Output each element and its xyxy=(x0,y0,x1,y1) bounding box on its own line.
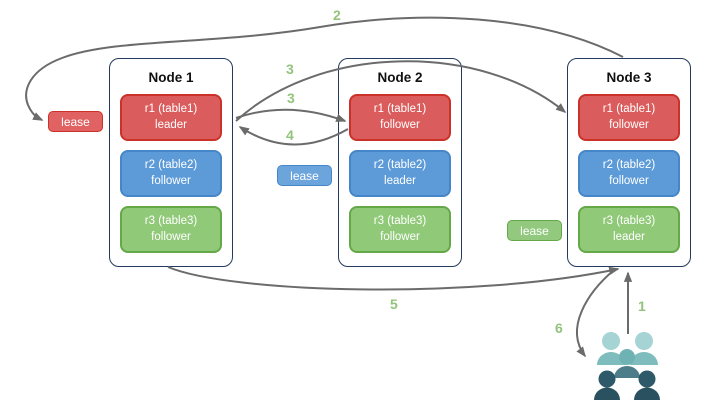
replica-role: follower xyxy=(380,230,420,243)
replica-role: follower xyxy=(380,118,420,131)
replica-label: r2 (table2) xyxy=(373,159,427,172)
user-front-right xyxy=(634,370,660,400)
replica-role: follower xyxy=(151,174,191,187)
user-front-left xyxy=(594,370,620,400)
lease-badge-table3: lease xyxy=(507,220,562,241)
replica-role: leader xyxy=(384,174,416,187)
node-3-title: Node 3 xyxy=(606,70,652,85)
node-3-box: Node 3 r1 (table1) follower r2 (table2) … xyxy=(567,58,691,267)
step-label-2: 2 xyxy=(333,7,341,23)
user-back-left xyxy=(597,332,625,365)
replica-label: r3 (table3) xyxy=(373,215,427,228)
replica-label: r2 (table2) xyxy=(602,159,656,172)
arrow-step5-node1-to-node3 xyxy=(167,266,620,291)
replica-role: leader xyxy=(155,118,187,131)
node-2-title: Node 2 xyxy=(377,70,423,85)
step-label-3b: 3 xyxy=(287,90,295,106)
step-label-6: 6 xyxy=(555,320,563,336)
replica-label: r2 (table2) xyxy=(144,159,198,172)
replica-label: r3 (table3) xyxy=(602,215,656,228)
node-2-replica-r3: r3 (table3) follower xyxy=(349,206,451,253)
replica-label: r1 (table1) xyxy=(144,103,198,116)
arrow-step4-node2-to-node1 xyxy=(238,126,349,146)
arrow-step2-node3-to-lease1 xyxy=(25,16,624,121)
node-2-replica-r2: r2 (table2) leader xyxy=(349,150,451,197)
replica-role: follower xyxy=(609,174,649,187)
replica-role: follower xyxy=(151,230,191,243)
step-label-1: 1 xyxy=(638,298,646,314)
step-label-4: 4 xyxy=(286,127,294,143)
node-3-replica-r2: r2 (table2) follower xyxy=(578,150,680,197)
user-back-right xyxy=(630,332,658,365)
lease-badge-table2: lease xyxy=(277,165,332,186)
lease-badge-table1: lease xyxy=(48,111,103,132)
arrow-step3-node1-to-node3 xyxy=(235,60,567,122)
user-middle xyxy=(614,349,640,378)
replica-role: follower xyxy=(609,118,649,131)
node-1-box: Node 1 r1 (table1) leader r2 (table2) fo… xyxy=(109,58,233,267)
node-3-replica-r3: r3 (table3) leader xyxy=(578,206,680,253)
node-1-replica-r2: r2 (table2) follower xyxy=(120,150,222,197)
arrow-step3-node1-to-node2 xyxy=(235,108,347,122)
node-1-replica-r3: r3 (table3) follower xyxy=(120,206,222,253)
node-1-replica-r1: r1 (table1) leader xyxy=(120,94,222,141)
replica-label: r1 (table1) xyxy=(602,103,656,116)
arrow-step6-node3-to-client xyxy=(575,269,615,358)
node-2-replica-r1: r1 (table1) follower xyxy=(349,94,451,141)
users-group-icon xyxy=(594,332,660,400)
node-1-title: Node 1 xyxy=(148,70,194,85)
step-label-5: 5 xyxy=(390,296,398,312)
node-2-box: Node 2 r1 (table1) follower r2 (table2) … xyxy=(338,58,462,267)
node-3-replica-r1: r1 (table1) follower xyxy=(578,94,680,141)
step-label-3a: 3 xyxy=(286,61,294,77)
replica-role: leader xyxy=(613,230,645,243)
replica-label: r3 (table3) xyxy=(144,215,198,228)
replica-label: r1 (table1) xyxy=(373,103,427,116)
